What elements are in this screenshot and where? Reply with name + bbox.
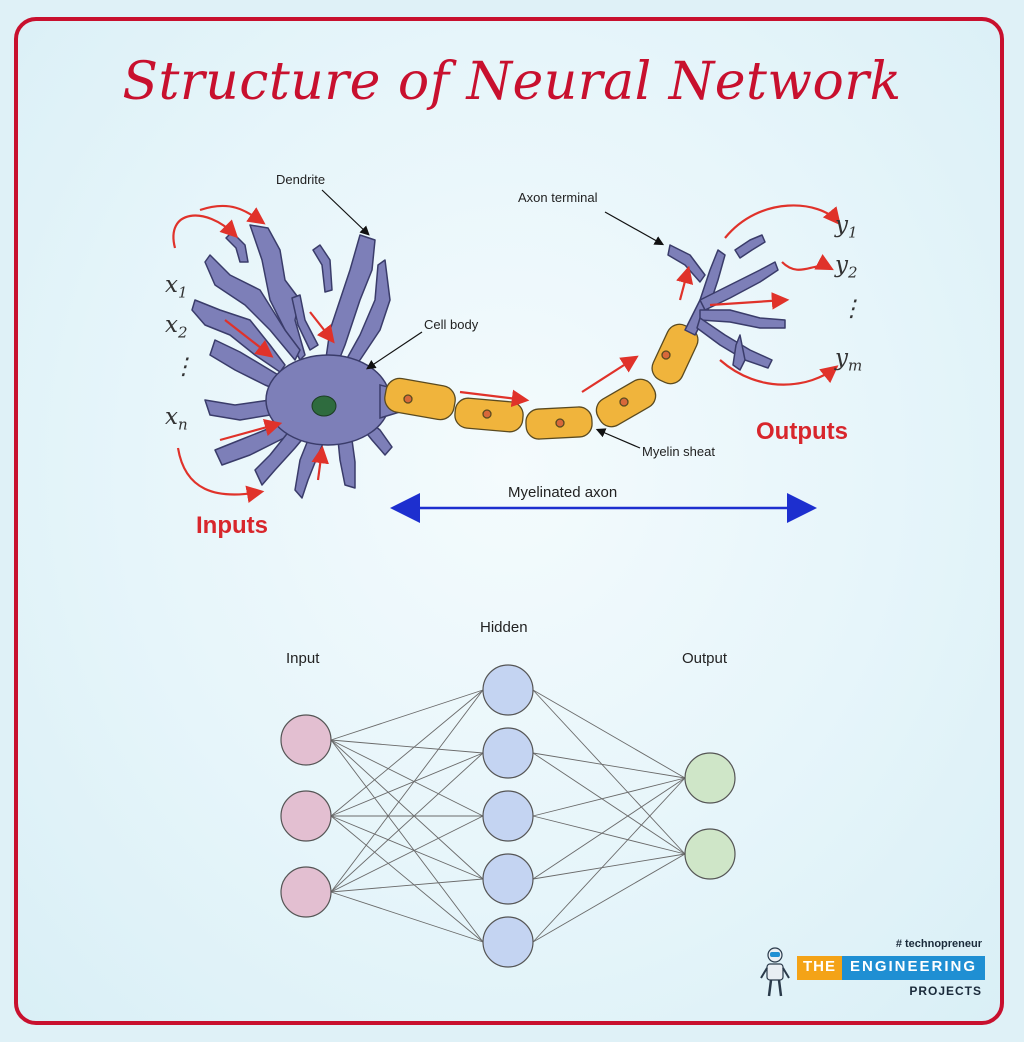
logo-tagline: # technopreneur — [895, 938, 982, 950]
logo-projects: PROJECTS — [909, 984, 982, 998]
network-edge — [330, 815, 484, 893]
output-node — [684, 752, 736, 804]
input-var-dots: ⋮ — [172, 354, 195, 380]
myelin-sheath — [384, 323, 699, 440]
dendrites — [191, 224, 393, 499]
axon-terminal — [667, 234, 786, 371]
network-nodes — [280, 664, 736, 968]
output-var-ym: ym — [835, 345, 863, 375]
input-var-xn: xn — [165, 404, 188, 434]
network-edge — [532, 689, 686, 779]
logo-wordmark: THE ENGINEERING — [797, 956, 986, 980]
network-edge — [330, 689, 484, 817]
engineering-projects-logo: # technopreneur THE ENGINEERING PROJECTS — [755, 938, 990, 1000]
myelinated-axon-label: Myelinated axon — [508, 484, 618, 501]
network-edge — [532, 752, 686, 779]
input-node — [280, 790, 332, 842]
network-edge — [330, 689, 484, 893]
input-node — [280, 866, 332, 918]
logo-the: THE — [797, 956, 842, 980]
network-edge — [330, 739, 484, 880]
robot-mascot-icon — [760, 947, 790, 997]
logo-engineering: ENGINEERING — [842, 956, 986, 980]
nucleus — [311, 395, 337, 417]
layer-label-input: Input — [286, 650, 320, 667]
layer-label-hidden: Hidden — [480, 619, 528, 636]
network-edges — [330, 689, 686, 943]
network-edge — [532, 853, 686, 880]
network-edge — [532, 777, 686, 943]
output-node — [684, 828, 736, 880]
network-edge — [330, 739, 484, 817]
input-var-x2: x2 — [165, 312, 188, 342]
network-edge — [330, 891, 484, 943]
network-edge — [532, 853, 686, 943]
inputs-label: Inputs — [196, 512, 268, 539]
output-var-y2: y2 — [835, 252, 858, 282]
network-edge — [532, 815, 686, 855]
signal-arrows — [172, 204, 841, 503]
network-edge — [532, 689, 686, 855]
hidden-node — [482, 727, 534, 779]
hidden-node — [482, 853, 534, 905]
dendrite-label: Dendrite — [276, 172, 326, 187]
outputs-label: Outputs — [756, 418, 848, 445]
hidden-node — [482, 790, 534, 842]
network-edge — [330, 815, 484, 943]
network-edge — [330, 752, 484, 817]
network-edge — [532, 777, 686, 880]
input-var-x1: x1 — [165, 272, 188, 302]
output-var-dots: ⋮ — [840, 296, 863, 322]
network-edge — [330, 689, 484, 741]
network-edge — [330, 739, 484, 943]
axon-terminal-label: Axon terminal — [518, 190, 598, 205]
hidden-node — [482, 916, 534, 968]
network-edge — [330, 815, 484, 880]
hidden-node — [482, 664, 534, 716]
network-edge — [330, 739, 484, 754]
layer-label-output: Output — [682, 650, 728, 667]
network-edge — [532, 777, 686, 817]
input-node — [280, 714, 332, 766]
diagram-title: Structure of Neural Network — [122, 52, 902, 112]
myelin-sheath-label: Myelin sheat — [642, 444, 715, 459]
network-edge — [330, 878, 484, 893]
callout-pointers — [321, 189, 665, 449]
network-edge — [330, 752, 484, 893]
output-var-y1: y1 — [835, 212, 858, 242]
cell-body-label: Cell body — [424, 317, 479, 332]
network-edge — [532, 752, 686, 855]
